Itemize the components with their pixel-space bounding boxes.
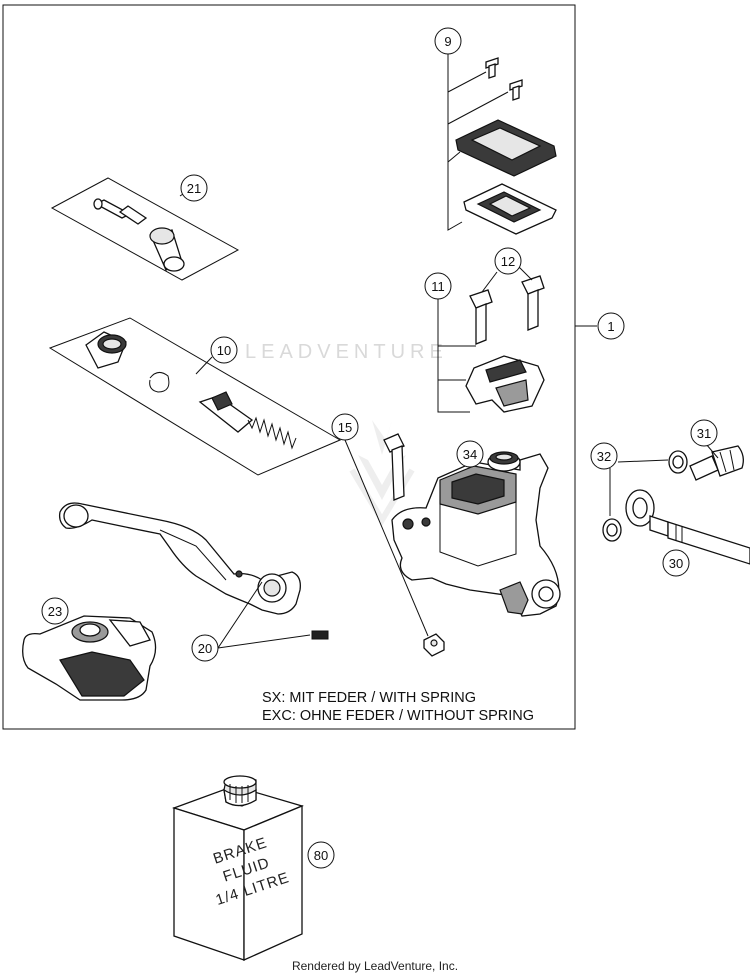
part-20-spring	[311, 630, 329, 640]
master-cylinder-body	[391, 453, 561, 617]
part-23-lever-guard	[22, 615, 157, 701]
callout-10: 10	[210, 336, 238, 364]
part-15-bolt	[383, 433, 445, 657]
svg-text:21: 21	[187, 181, 201, 196]
callout-9: 9	[434, 27, 462, 55]
diagram-frame	[2, 4, 576, 730]
svg-text:23: 23	[48, 604, 62, 619]
part-30-brake-line	[625, 489, 750, 565]
svg-text:31: 31	[697, 426, 711, 441]
callout-34: 34	[456, 440, 484, 468]
callout-15: 15	[331, 413, 359, 441]
part-group-21	[50, 177, 240, 281]
svg-text:32: 32	[597, 449, 611, 464]
callout-21: 21	[180, 174, 208, 202]
brake-lever	[58, 502, 301, 615]
note-exc: EXC: OHNE FEDER / WITHOUT SPRING	[262, 708, 534, 724]
callout-80: 80	[307, 841, 335, 869]
svg-text:10: 10	[217, 343, 231, 358]
callout-31: 31	[690, 419, 718, 447]
callout-11: 11	[424, 272, 452, 300]
part-32-washers	[602, 450, 688, 542]
part-group-10	[48, 317, 342, 476]
render-credit: Rendered by LeadVenture, Inc.	[292, 959, 458, 973]
svg-text:80: 80	[314, 848, 328, 863]
svg-text:12: 12	[501, 254, 515, 269]
watermark-text: LEADVENTURE	[245, 341, 448, 363]
svg-text:20: 20	[198, 641, 212, 656]
svg-text:11: 11	[431, 279, 445, 294]
callout-32: 32	[590, 442, 618, 470]
part-31-banjo-bolt	[689, 445, 744, 481]
svg-text:1: 1	[607, 319, 614, 334]
part-34-cap	[487, 451, 521, 472]
callout-12: 12	[494, 247, 522, 275]
svg-text:15: 15	[338, 420, 352, 435]
note-sx: SX: MIT FEDER / WITH SPRING	[262, 690, 476, 706]
callout-30: 30	[662, 549, 690, 577]
callout-23: 23	[41, 597, 69, 625]
part-group-9	[455, 57, 557, 235]
part-group-11-12	[465, 275, 545, 413]
svg-text:30: 30	[669, 556, 683, 571]
callout-1: 1	[597, 312, 625, 340]
svg-text:34: 34	[463, 447, 477, 462]
part-80-brake-fluid-bottle: BRAKE FLUID 1/4 LITRE	[171, 775, 304, 962]
svg-text:9: 9	[444, 34, 451, 49]
callout-20: 20	[191, 634, 219, 662]
